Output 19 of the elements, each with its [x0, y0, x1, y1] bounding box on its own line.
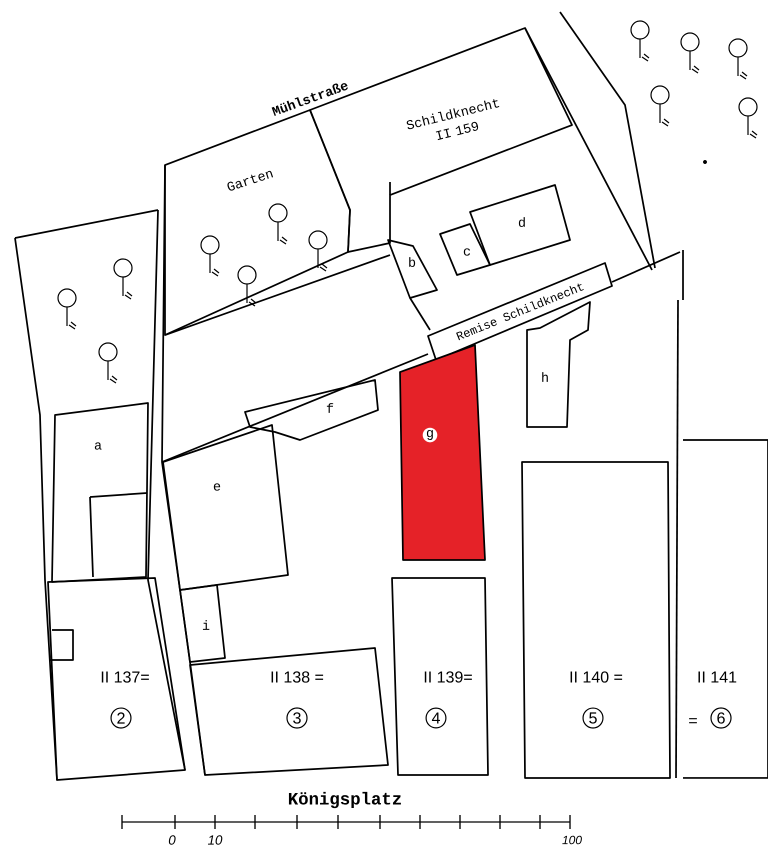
building-plot: c — [439, 223, 491, 276]
building-plot: i — [179, 584, 226, 663]
building-plot: d — [469, 184, 571, 266]
node-label: II 141 — [698, 672, 736, 683]
parcel: II 137= 2 — [47, 577, 186, 781]
building-plot: f — [244, 379, 379, 441]
node-label: = — [689, 718, 697, 724]
building-plot: b — [387, 239, 438, 299]
building-plot: a — [51, 402, 149, 583]
parcel: II 140 = 5 — [521, 461, 671, 779]
building-plot: g — [399, 344, 486, 561]
scale-number: 100 — [562, 836, 582, 844]
scale-number: 10 — [208, 835, 222, 845]
square-name: Königsplatz — [288, 792, 401, 808]
building-plot: e — [162, 424, 289, 591]
parcel: II 139= 4 — [391, 577, 489, 776]
parcel: II 138 = 3 — [189, 647, 389, 776]
scale-number: 0 — [168, 835, 176, 845]
parcel: II 141 = 6 — [683, 439, 768, 779]
